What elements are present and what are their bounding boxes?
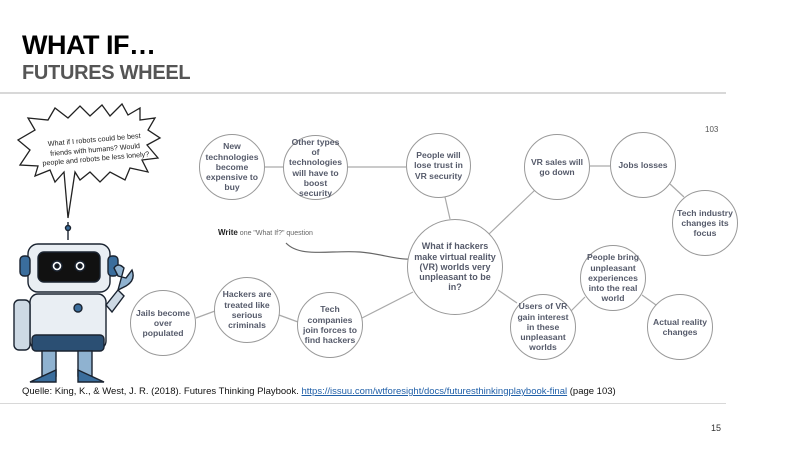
slide-subtitle: FUTURES WHEEL: [22, 62, 191, 84]
footer-divider: [0, 403, 726, 404]
node-lose-trust: People will lose trust in VR security: [406, 133, 471, 198]
node-hackers: Hackers are treated like serious crimina…: [214, 277, 280, 343]
write-prompt-bold: Write: [218, 228, 238, 237]
node-other-types: Other types of technologies will have to…: [283, 135, 348, 200]
connector: [669, 183, 685, 198]
source-caption: Quelle: King, K., & West, J. R. (2018). …: [22, 386, 616, 397]
connector: [444, 196, 451, 220]
caption-suffix: (page 103): [567, 386, 616, 397]
node-center-question: What if hackers make virtual reality (VR…: [407, 219, 503, 315]
speech-bubble-icon: [16, 102, 162, 219]
node-vr-sales: VR sales will go down: [524, 134, 590, 200]
robot-illustration-icon: [13, 222, 134, 383]
slide-title: WHAT IF…: [22, 30, 156, 60]
connector: [641, 294, 657, 306]
node-jobs-losses: Jobs losses: [610, 132, 676, 198]
node-actual-reality: Actual reality changes: [647, 294, 713, 360]
prompt-arrow: [285, 242, 421, 260]
node-jails: Jails become over populated: [130, 290, 196, 356]
write-prompt: Write one "What If?" question: [218, 228, 313, 237]
connector: [570, 296, 586, 312]
page-number: 15: [711, 423, 722, 433]
write-prompt-rest: one "What If?" question: [237, 230, 313, 237]
connector: [278, 314, 299, 323]
node-users-of-vr: Users of VR gain interest in these unple…: [510, 294, 576, 360]
node-tech-companies: Tech companies join forces to find hacke…: [297, 292, 363, 358]
node-people-bring: People bring unpleasant experiences into…: [580, 245, 646, 311]
header-divider: [0, 92, 726, 94]
page-reference: 103: [705, 125, 719, 134]
connector: [497, 289, 518, 304]
connector: [195, 310, 216, 319]
source-link[interactable]: https://issuu.com/wtforesight/docs/futur…: [301, 386, 568, 397]
node-tech-industry: Tech industry changes its focus: [672, 190, 738, 256]
caption-prefix: Quelle: King, K., & West, J. R. (2018). …: [22, 386, 302, 397]
connector: [488, 189, 536, 235]
node-new-technologies: New technologies become expensive to buy: [199, 134, 265, 200]
connector: [361, 291, 414, 319]
